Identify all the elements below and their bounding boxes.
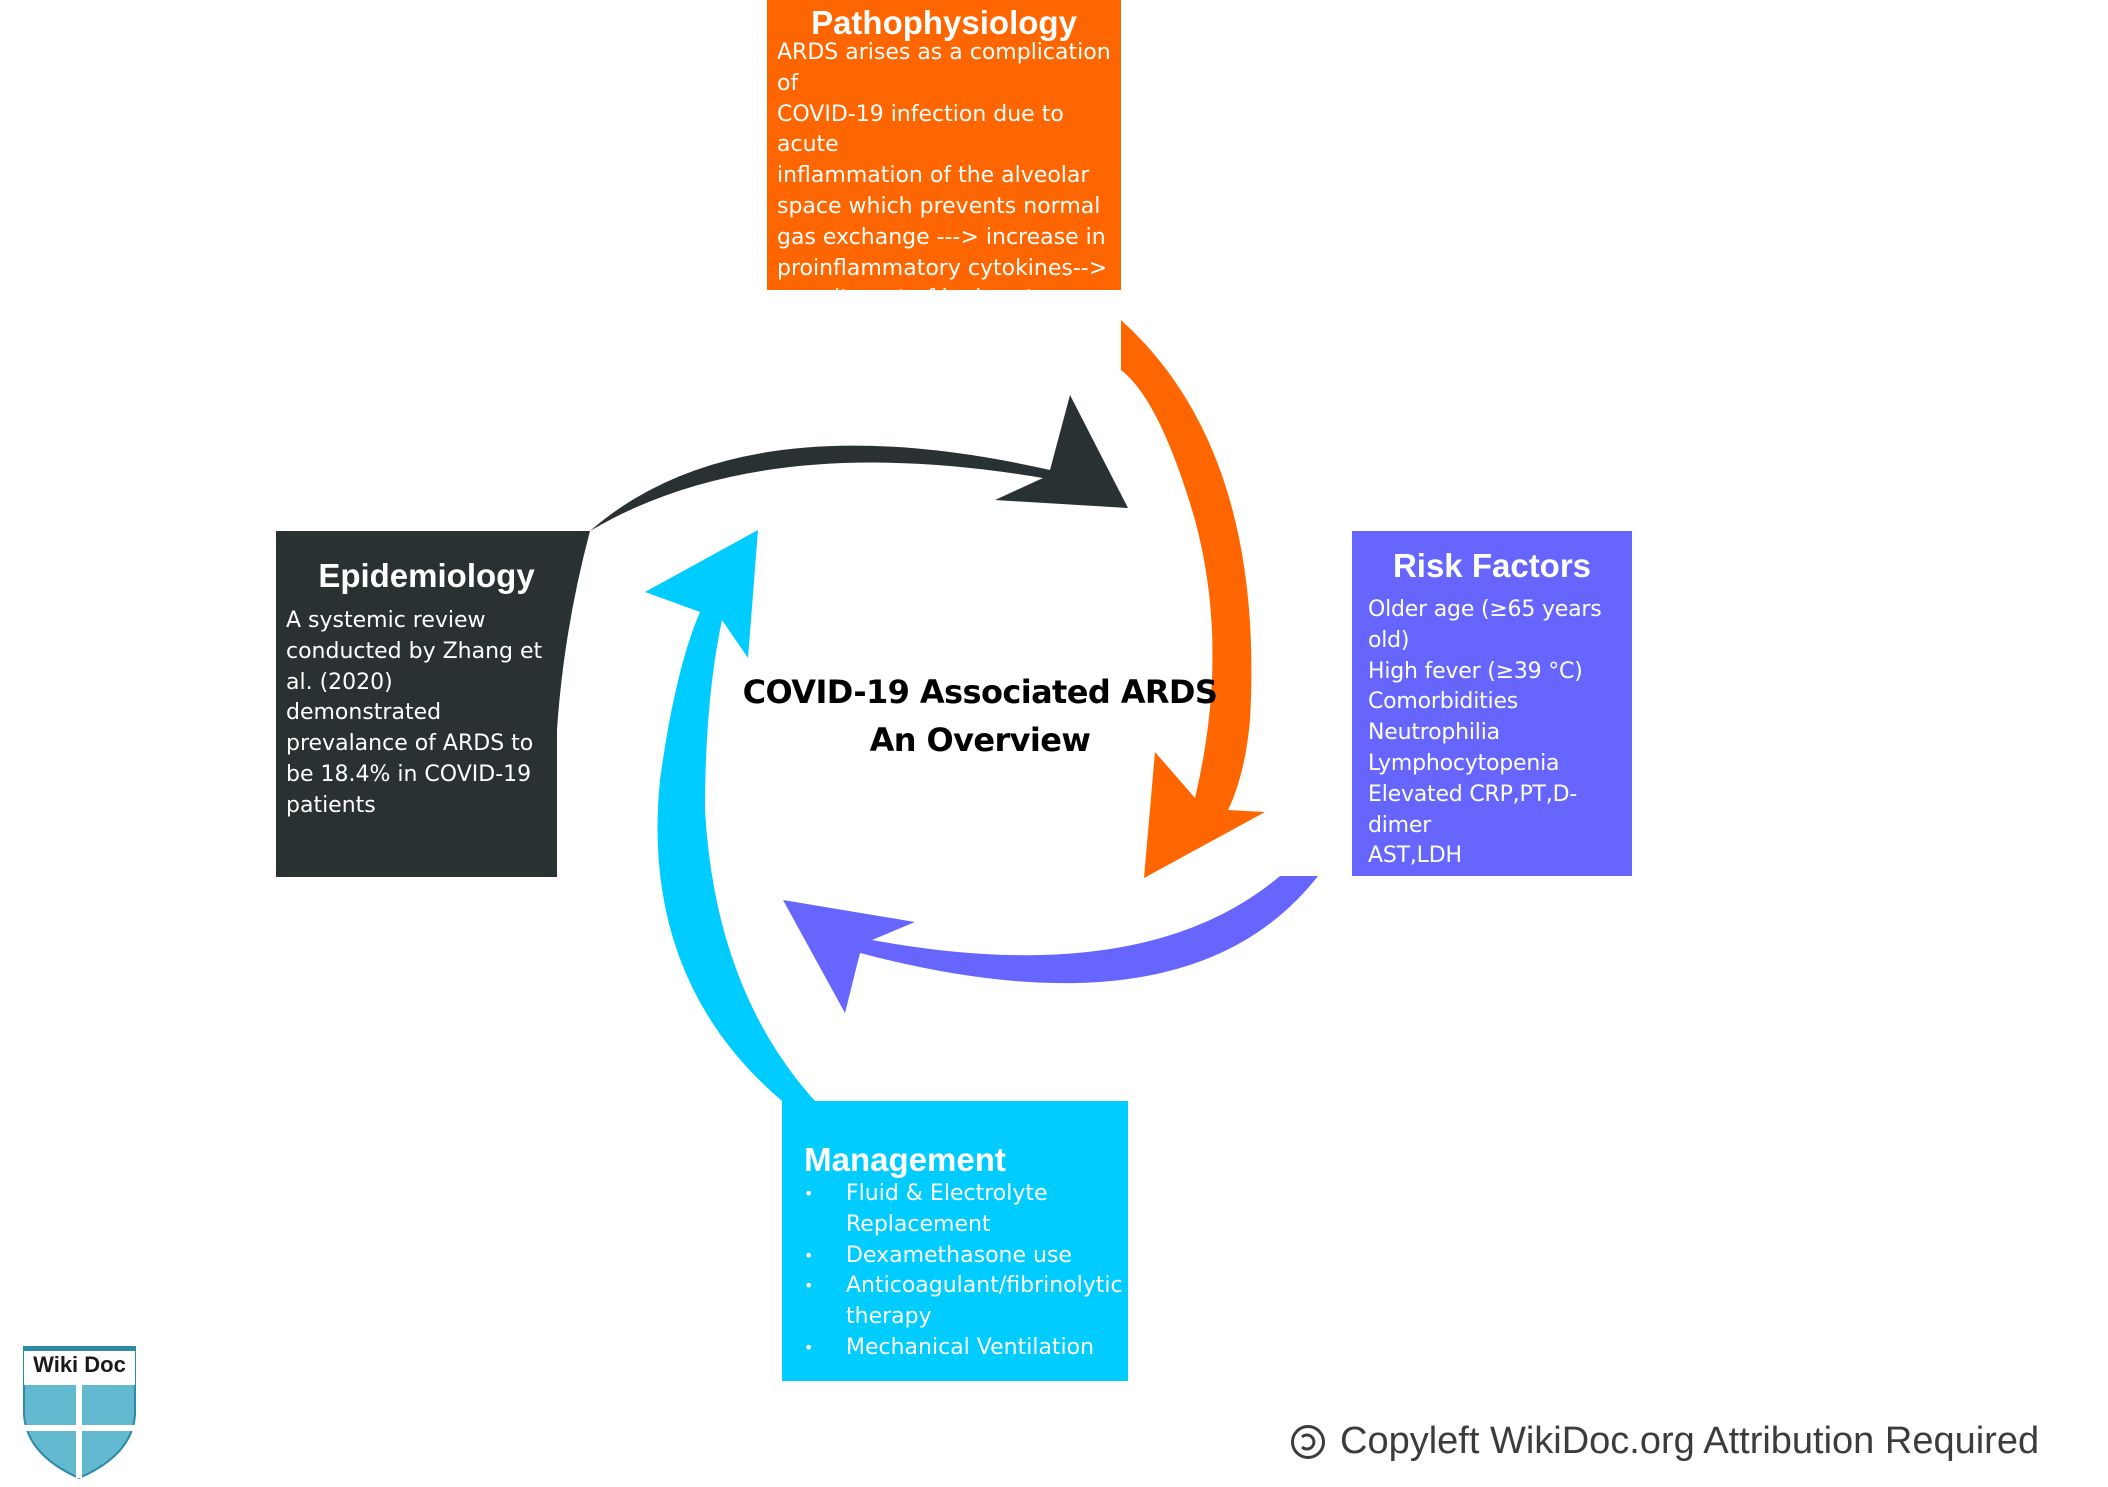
management-list: • Fluid & Electrolyte Replacement • Dexame…: [792, 1179, 1123, 1364]
management-title: Management: [804, 1141, 1006, 1178]
pathophysiology-text: ARDS arises as a complication of COVID-1…: [777, 40, 1111, 343]
diagram-title: COVID-19 Associated ARDS An Overview: [742, 673, 1218, 759]
pathophysiology-title: Pathophysiology: [811, 4, 1077, 41]
epidemiology-title: Epidemiology: [318, 557, 535, 594]
copyleft-notice: Copyleft WikiDoc.org Attribution Require…: [1290, 1420, 2108, 1463]
list-item-text: Dexamethasone use: [846, 1242, 1072, 1268]
management-box: Management • Fluid & Electrolyte Replacem…: [782, 1101, 1128, 1381]
arrow-risk-factors-to-management: [783, 876, 1318, 1013]
bullet: •: [804, 1245, 814, 1265]
list-item: • Anticoagulant/fibrinolytic therapy: [792, 1271, 1123, 1333]
list-item: • Mechanical Ventilation: [792, 1333, 1122, 1364]
arrow-management-to-epidemiology: [645, 530, 815, 1101]
risk-factors-text: Older age (≥65 years old) High fever (≥3…: [1368, 597, 1602, 869]
copyleft-icon: [1291, 1424, 1325, 1459]
shield-icon: [23, 1346, 136, 1480]
bullet: •: [804, 1276, 814, 1296]
bullet: •: [804, 1184, 814, 1203]
arrow-epidemiology-stem: [554, 531, 590, 877]
epidemiology-box: Epidemiology A systemic review conducted…: [276, 531, 557, 877]
list-item: • Dexamethasone use: [792, 1241, 1122, 1272]
pathophysiology-box: Pathophysiology ARDS arises as a complic…: [767, 0, 1121, 342]
copyleft-text: Copyleft WikiDoc.org Attribution Require…: [1340, 1420, 2040, 1462]
list-item-text: Fluid & Electrolyte Replacement: [846, 1181, 1048, 1237]
list-item: • Fluid & Electrolyte Replacement: [792, 1179, 1122, 1241]
risk-factors-box: Risk Factors Older age (≥65 years old) H…: [1352, 531, 1632, 876]
logo-text: Wiki Doc: [33, 1352, 126, 1377]
arrow-pathophysiology-to-risk-factors: [1121, 320, 1265, 878]
bullet: •: [804, 1337, 814, 1357]
risk-factors-title: Risk Factors: [1392, 547, 1592, 584]
arrow-epidemiology-to-pathophysiology: [590, 395, 1128, 531]
list-item-text: Mechanical Ventilation: [846, 1334, 1095, 1360]
epidemiology-text: A systemic review conducted by Zhang et …: [286, 608, 543, 818]
list-item-text: Anticoagulant/fibrinolytic therapy: [846, 1273, 1123, 1330]
